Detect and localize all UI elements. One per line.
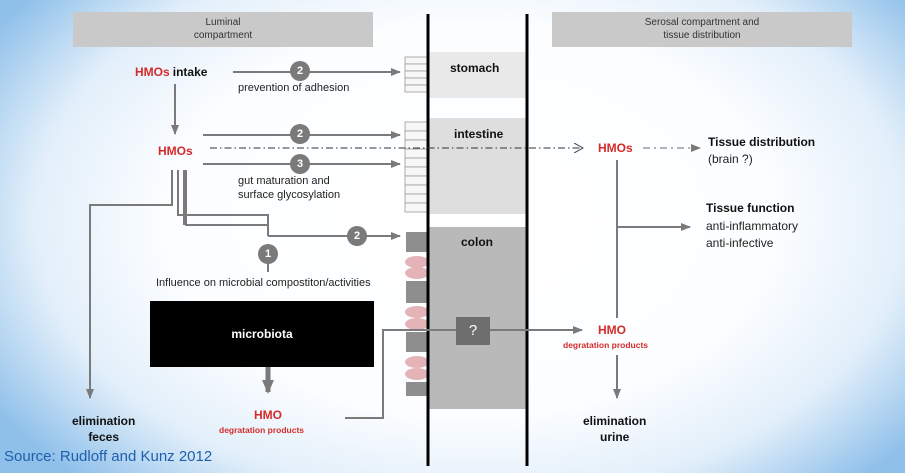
gut-maturation-label: gut maturation and surface glycosylation — [238, 175, 341, 201]
hmos-label: HMOs — [158, 144, 193, 158]
tissue-function-label: Tissue function — [706, 201, 795, 215]
mechanism-2-colon-circle: 2 — [347, 226, 367, 246]
hmo-serosal-label: HMO — [598, 323, 626, 337]
elimination-feces-label: elimination feces — [72, 414, 136, 444]
hmos-intake-red-text: HMOs — [135, 65, 170, 79]
unknown-transport-box: ? — [456, 317, 490, 345]
elimination-urine-label: elimination urine — [583, 414, 647, 444]
mechanism-3-intestine-circle: 3 — [290, 154, 310, 174]
luminal-header-text: Luminal compartment — [193, 17, 253, 41]
intestine-epithelium — [404, 121, 430, 213]
influence-label: Influence on microbial compostiton/activ… — [156, 277, 371, 289]
mechanism-2-stomach-circle: 2 — [290, 61, 310, 81]
microbiota-box: microbiota — [150, 301, 374, 367]
prevention-label: prevention of adhesion — [238, 82, 350, 94]
source-citation: Source: Rudloff and Kunz 2012 — [4, 448, 213, 465]
intestine-label: intestine — [454, 127, 504, 141]
stomach-panel — [428, 52, 526, 98]
hmos-intake-black-text: intake — [172, 65, 208, 79]
colon-epithelium — [405, 232, 429, 396]
colon-label: colon — [461, 235, 493, 249]
anti-inflammatory-label: anti-inflammatory — [706, 219, 799, 233]
stomach-epithelium — [404, 56, 430, 93]
intestine-panel — [428, 118, 526, 214]
hmo-lumen-label: HMO — [254, 408, 282, 422]
stomach-label: stomach — [450, 61, 500, 75]
hmos-serosal-label: HMOs — [598, 141, 633, 155]
mechanism-1-circle: 1 — [258, 244, 278, 264]
hmo-serosal-degradation-label: degratation products — [563, 340, 649, 350]
serosal-header: Serosal compartment and tissue distribut… — [552, 12, 852, 47]
mechanism-2-intestine-circle: 2 — [290, 124, 310, 144]
luminal-header: Luminal compartment — [73, 12, 373, 47]
brain-label: (brain ?) — [708, 152, 753, 166]
anti-infective-label: anti-infective — [706, 236, 774, 250]
hmo-lumen-degradation-label: degratation products — [219, 425, 305, 435]
serosal-header-text: Serosal compartment and tissue distribut… — [644, 17, 760, 41]
tissue-distribution-label: Tissue distribution — [708, 135, 816, 149]
hmos-intake-label: HMOs intake — [135, 65, 207, 79]
